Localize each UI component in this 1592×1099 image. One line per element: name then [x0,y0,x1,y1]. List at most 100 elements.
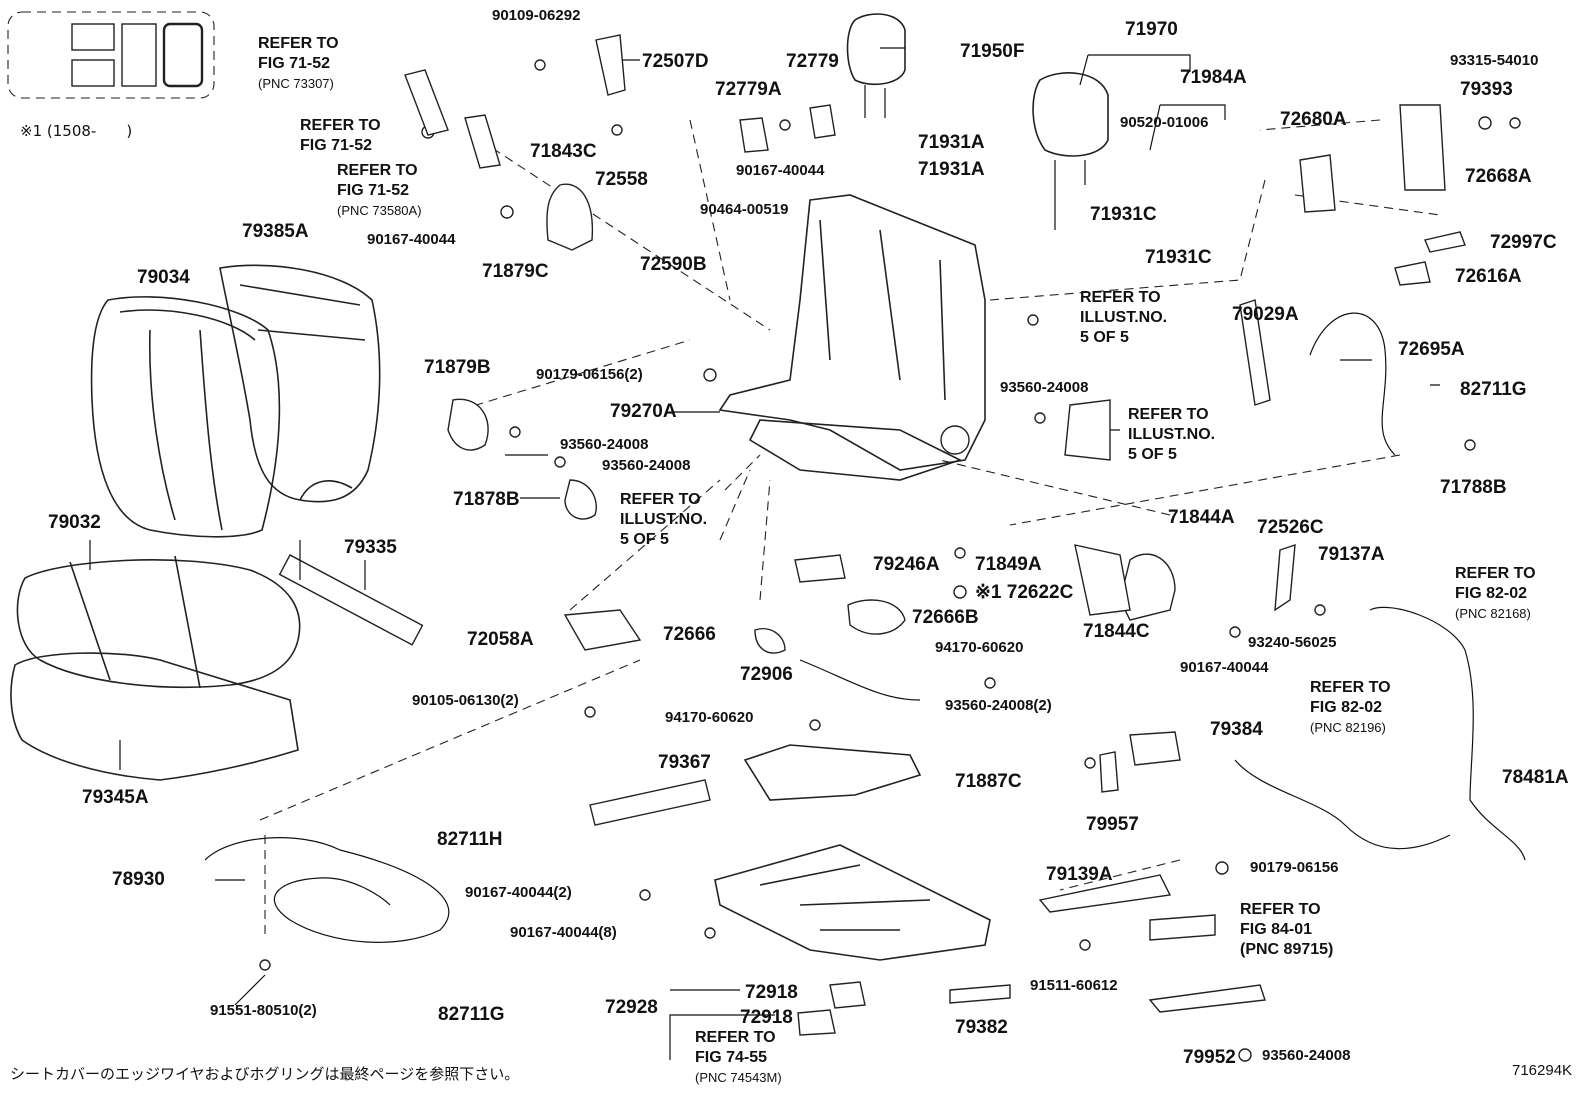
part-label[interactable]: 72526C [1257,517,1324,538]
part-label[interactable]: 79029A [1232,304,1299,325]
part-label[interactable]: 71984A [1180,67,1247,88]
part-label[interactable]: 79952 [1183,1047,1236,1068]
part-label[interactable]: 79139A [1046,864,1113,885]
part-label[interactable]: 78930 [112,869,165,890]
part-label[interactable]: 72558 [595,169,648,190]
part-label[interactable]: 90520-01006 [1120,114,1209,131]
part-label[interactable]: 71887C [955,771,1022,792]
part-label[interactable]: 90167-40044(8) [510,924,617,941]
part-label[interactable]: ※1 72622C [975,582,1074,603]
refer-line: FIG 71-52 [258,55,331,72]
seatback-cover [219,264,381,503]
part-label[interactable]: 72666 [663,624,716,645]
part-label[interactable]: 79246A [873,554,940,575]
part-label[interactable]: 79367 [658,752,711,773]
part-label[interactable]: 94170-60620 [665,709,754,726]
part-label[interactable]: 71931C [1090,204,1157,225]
part-label[interactable]: 71844A [1168,507,1235,528]
part-label[interactable]: 71843C [530,141,597,162]
part-label[interactable]: 91551-80510(2) [210,1002,317,1019]
refer-callout[interactable]: REFER TO ILLUST.NO. 5 OF 5 [1080,288,1167,348]
part-label[interactable]: 72779 [786,51,839,72]
part-label[interactable]: 72680A [1280,109,1347,130]
refer-callout[interactable]: REFER TO FIG 71-52 (PNC 73580A) [337,161,422,221]
part-label[interactable]: 72918 [745,982,798,1003]
part-label[interactable]: 91511-60612 [1030,977,1118,994]
part-label[interactable]: 72590B [640,254,707,275]
refer-callout[interactable]: REFER TO FIG 74-55 (PNC 74543M) [695,1028,782,1088]
part-label[interactable]: 82711G [438,1004,505,1025]
part-label[interactable]: 71931C [1145,247,1212,268]
release-cable [204,837,450,943]
part-label[interactable]: 79032 [48,512,101,533]
part-label[interactable]: 90179-06156 [1250,859,1339,876]
part-label[interactable]: 93560-24008 [1000,379,1089,396]
part-label[interactable]: 79137A [1318,544,1385,565]
part-label[interactable]: 79385A [242,221,309,242]
part-label[interactable]: 79957 [1086,814,1139,835]
part-label[interactable]: 90105-06130(2) [412,692,519,709]
refer-pnc: (PNC 82196) [1310,720,1386,735]
refer-callout[interactable]: REFER TO FIG 82-02 (PNC 82168) [1455,564,1536,624]
part-label[interactable]: 93560-24008 [602,457,691,474]
part-label[interactable]: 90179-06156(2) [536,366,643,383]
part-label[interactable]: 71931A [918,159,985,180]
part-label[interactable]: 90167-40044 [1180,659,1269,676]
part-label[interactable]: 72997C [1490,232,1557,253]
part-label[interactable]: 79393 [1460,79,1513,100]
refer-callout[interactable]: REFER TO FIG 71-52 [300,116,381,156]
refer-callout[interactable]: REFER TO FIG 84-01 (PNC 89715) [1240,900,1333,960]
part-label[interactable]: 71970 [1125,19,1178,40]
refer-callout[interactable]: REFER TO FIG 82-02 (PNC 82196) [1310,678,1391,738]
part-label[interactable]: 71878B [453,489,520,510]
part-label[interactable]: 71879B [424,357,491,378]
part-label[interactable]: 71879C [482,261,549,282]
part-label[interactable]: 94170-60620 [935,639,1024,656]
part-label[interactable]: 90167-40044 [736,162,825,179]
seatback-cushion [90,296,281,538]
refer-line: FIG 82-02 [1310,699,1383,716]
part-label[interactable]: 79382 [955,1017,1008,1038]
part-label[interactable]: 82711G [1460,379,1527,400]
part-label[interactable]: 79345A [82,787,149,808]
part-label[interactable]: 71844C [1083,621,1150,642]
part-label[interactable]: 93560-24008 [1262,1047,1351,1064]
refer-callout[interactable]: REFER TO ILLUST.NO. 5 OF 5 [1128,405,1215,465]
part-label[interactable]: 93560-24008(2) [945,697,1052,714]
part-label[interactable]: 79270A [610,401,677,422]
cable-72906 [799,659,921,701]
part-label[interactable]: 90464-00519 [700,201,789,218]
part-label[interactable]: 71849A [975,554,1042,575]
headrest-71950F [846,13,906,118]
fasteners [259,59,1521,1062]
part-label[interactable]: 72918 [740,1007,793,1028]
part-label[interactable]: 72695A [1398,339,1465,360]
part-label[interactable]: 72779A [715,79,782,100]
part-label[interactable]: 82711H [437,829,503,850]
refer-pnc: (PNC 74543M) [695,1070,782,1085]
part-label[interactable]: 78481A [1502,767,1569,788]
part-label[interactable]: 79384 [1210,719,1263,740]
part-label[interactable]: 93315-54010 [1450,52,1539,69]
part-label[interactable]: 93560-24008 [560,436,649,453]
part-label[interactable]: 71950F [960,41,1025,62]
part-label[interactable]: 93240-56025 [1248,634,1337,651]
part-label[interactable]: 79335 [344,537,397,558]
part-label[interactable]: 90167-40044 [367,231,456,248]
part-label[interactable]: 72668A [1465,166,1532,187]
refer-callout[interactable]: REFER TO FIG 71-52 (PNC 73307) [258,34,339,94]
part-label[interactable]: 72616A [1455,266,1522,287]
refer-callout[interactable]: REFER TO ILLUST.NO. 5 OF 5 [620,490,707,550]
part-label[interactable]: 90109-06292 [492,7,581,24]
part-label[interactable]: 71788B [1440,477,1507,498]
part-label[interactable]: 90167-40044(2) [465,884,572,901]
part-label[interactable]: 72666B [912,607,979,628]
part-label[interactable]: 72058A [467,629,534,650]
part-label[interactable]: 72507D [642,51,709,72]
part-label[interactable]: 71931A [918,132,985,153]
part-label[interactable]: 79034 [137,267,190,288]
refer-line: FIG 84-01 [1240,921,1313,938]
part-label[interactable]: 72906 [740,664,793,685]
part-label[interactable]: 72928 [605,997,658,1018]
